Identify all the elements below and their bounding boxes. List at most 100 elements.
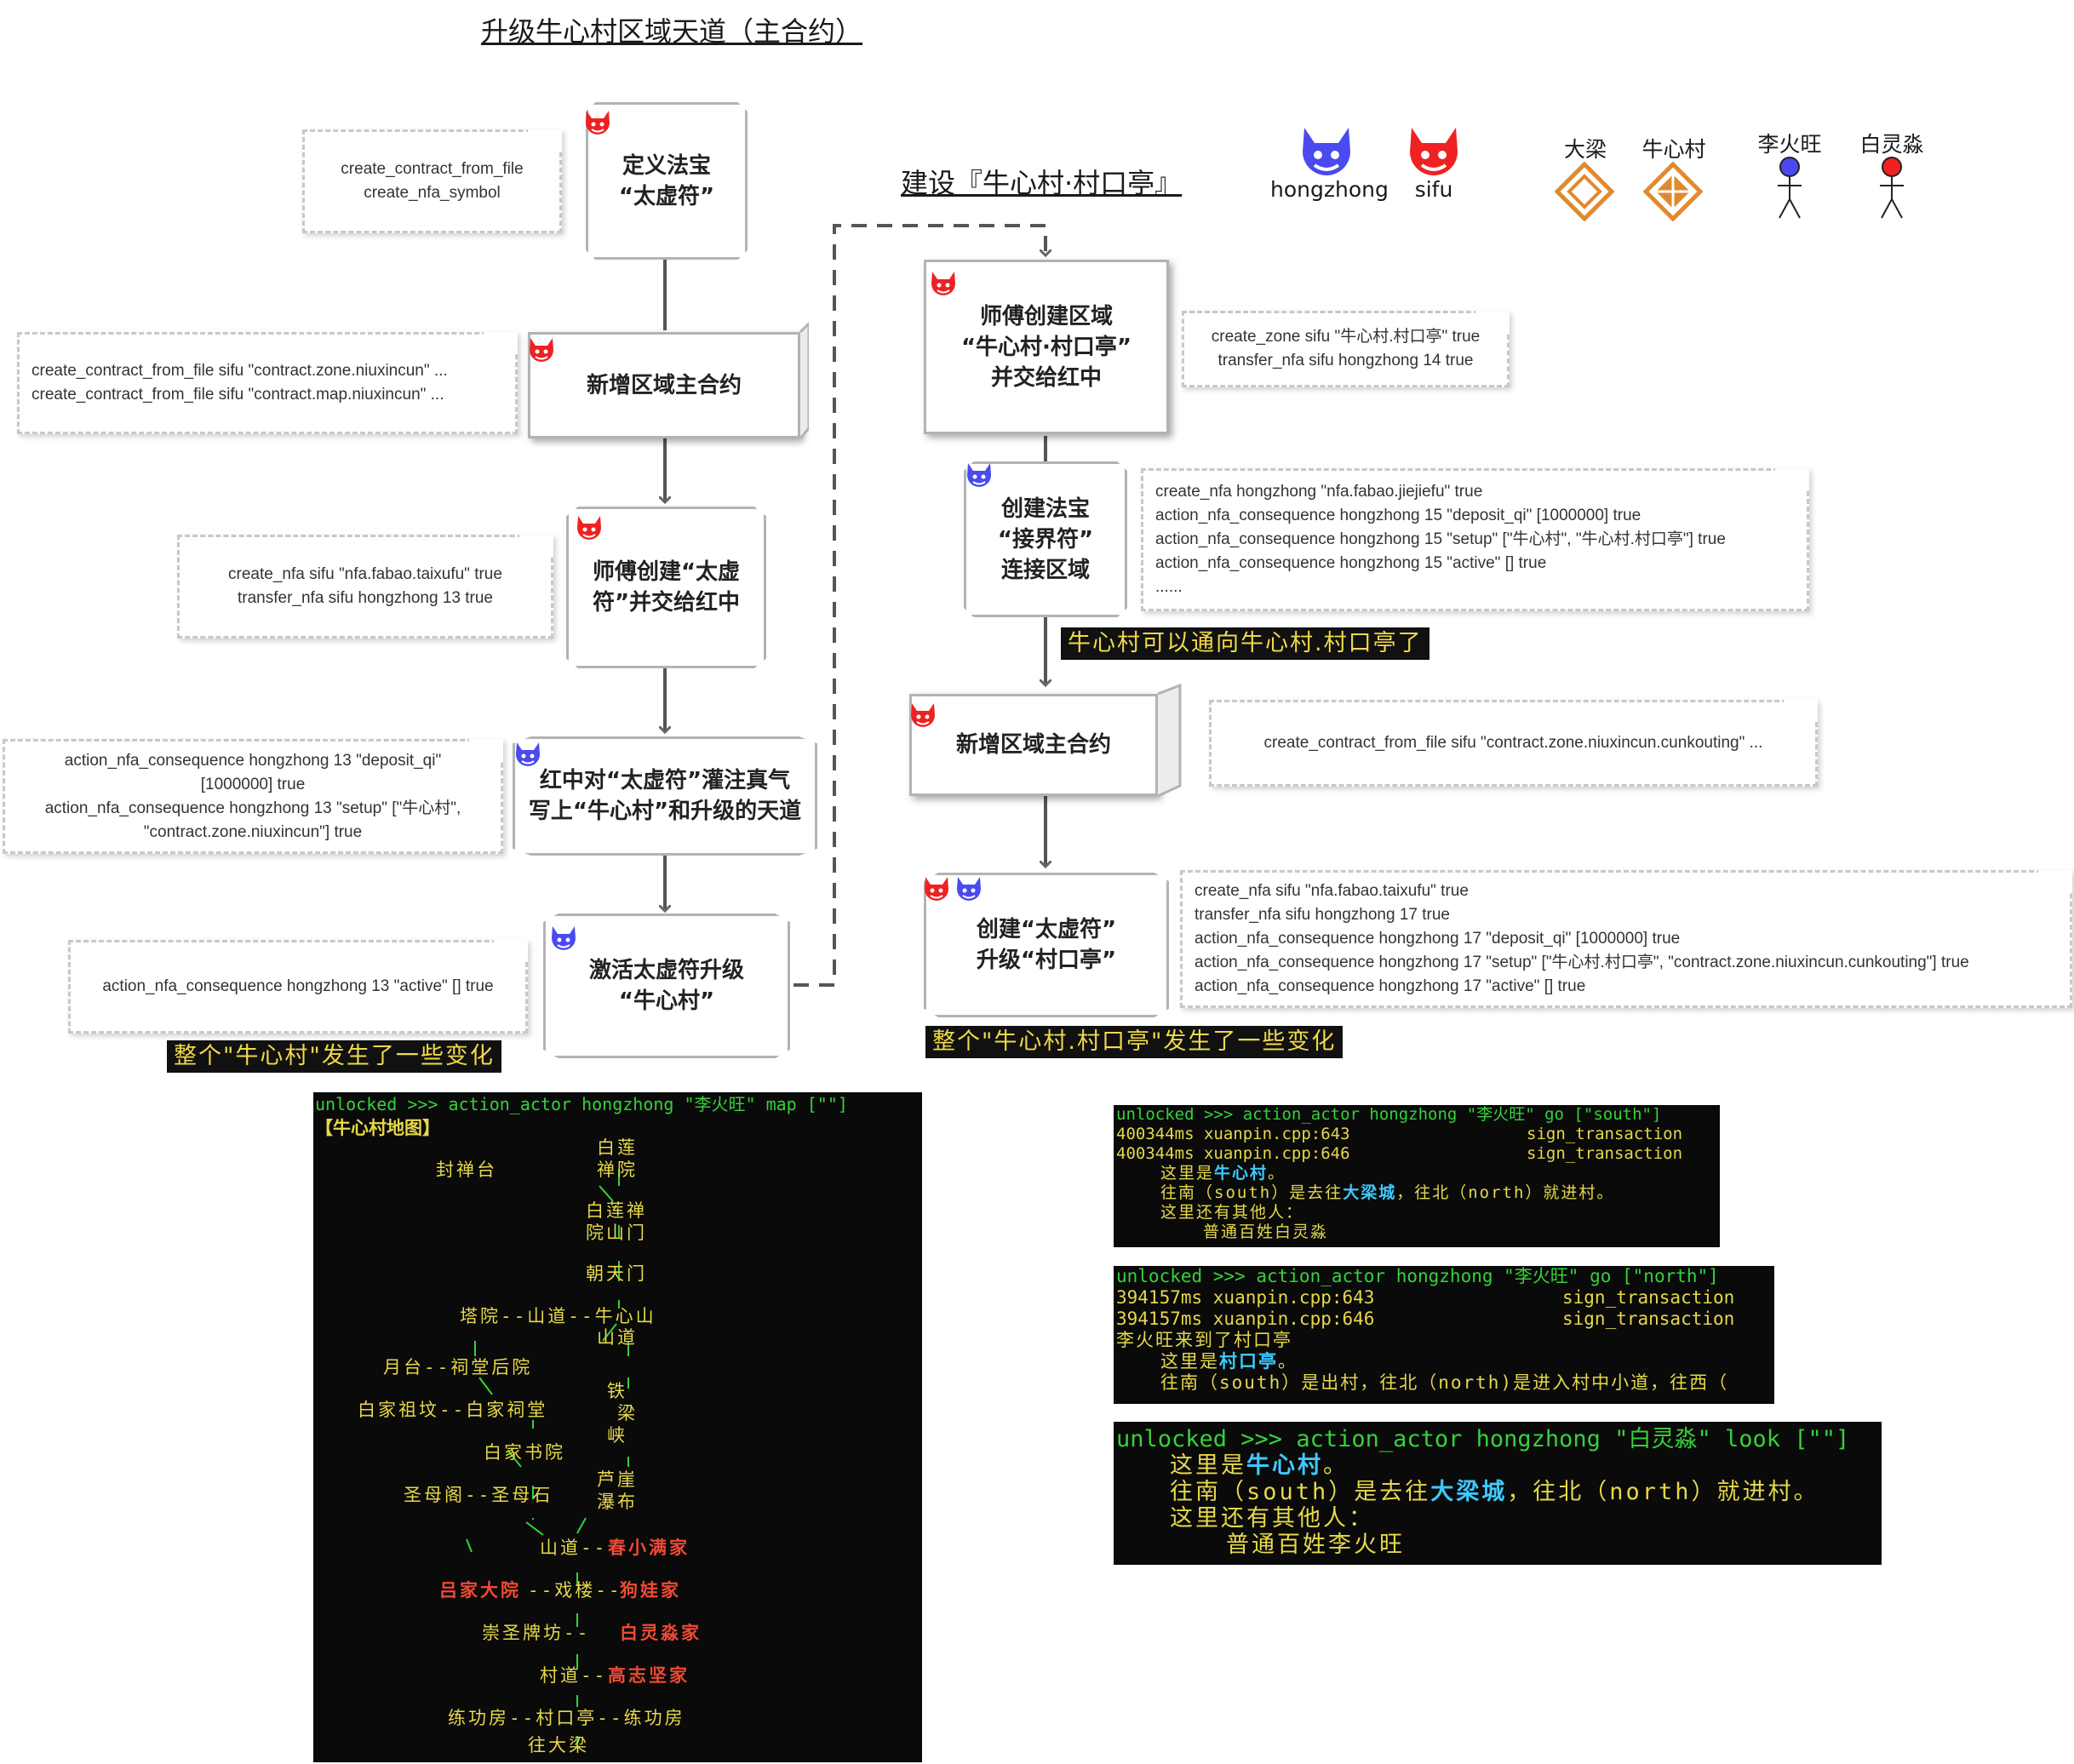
log-time: 400344ms xuanpin.cpp:643 [1116,1125,1350,1143]
note-line: action_nfa_consequence hongzhong 13 "dep… [64,751,442,770]
note-line: action_nfa_consequence hongzhong 15 "set… [1155,530,1726,548]
create-taixufu-box: 师傅创建“太虚 符”并交给红中 [566,507,766,668]
desc-text: 这里是 [1160,1164,1215,1183]
terminal-command: unlocked >>> action_actor hongzhong "李火旺… [1116,1266,1719,1286]
note-line: create_nfa sifu "nfa.fabao.taixufu" true [1195,882,1469,900]
dashed-connector [794,224,1046,987]
legend-sifu-label: sifu [1414,177,1453,202]
map-node: 白家书院 [484,1442,565,1463]
terminal-command: unlocked >>> action_actor hongzhong "白灵淼… [1116,1426,1850,1452]
map-node: 练功房--村口亭--练功房 [448,1708,685,1728]
map-node: 白莲禅 [586,1200,647,1221]
desc-text: 往南（south）是去往 [1160,1183,1344,1202]
note-line: action_nfa_consequence hongzhong 15 "dep… [1155,507,1641,524]
note-line: create_nfa hongzhong "nfa.fabao.jiejiefu… [1155,483,1483,501]
desc-text: ，往北（north）就进村。 [1396,1183,1615,1202]
highlight-connect-cunkouting: 牛心村可以通向牛心村.村口亭了 [1061,627,1429,660]
sifu-devil-icon [586,111,610,135]
note-create-jiejiefu: create_nfa hongzhong "nfa.fabao.jiejiefu… [1141,468,1809,611]
desc-text: 普通百姓白灵淼 [1203,1223,1329,1241]
niuxincun-diamond-icon [1643,162,1703,221]
legend-bailingmiao-label: 白灵淼 [1859,132,1924,157]
terminal-command: unlocked >>> action_actor hongzhong "李火旺… [315,1094,848,1114]
map-node: 朝天门 [586,1263,647,1284]
log-text: sign_transaction [1562,1287,1735,1308]
legend-hongzhong-label: hongzhong [1270,177,1389,202]
note-infuse-qi: action_nfa_consequence hongzhong 13 "dep… [3,739,503,854]
note-line: transfer_nfa sifu hongzhong 13 true [238,589,493,607]
map-node: 高志坚家 [608,1665,690,1686]
hongzhong-devil-icon [516,742,540,766]
activate-taixufu-box: 激活太虚符升级 “牛心村” [543,914,790,1058]
map-node: 春小满家 [608,1538,690,1558]
map-node: 院山门 [586,1223,647,1243]
map-terminal: unlocked >>> action_actor hongzhong "李火旺… [313,1092,922,1762]
section-title: 建设『牛心村·村口亭』 [901,167,1183,199]
map-node: 崇圣牌坊-- [482,1623,591,1643]
map-node: 往大梁 [528,1735,589,1755]
log-time: 394157ms xuanpin.cpp:646 [1116,1309,1375,1329]
hongzhong-devil-icon [967,463,991,487]
lihuowang-person-icon [1778,157,1802,219]
map-node: 白灵淼家 [620,1623,702,1643]
sifu-devil-icon [925,877,948,901]
desc-text: ，往北（north）就进村。 [1507,1479,1819,1505]
map-node: 山道 [597,1327,638,1348]
map-node: --戏楼-- [528,1580,622,1601]
add-cunkouting-contract-box: 新增区域主合约 [909,694,1158,796]
highlight-cunkouting-changed: 整个"牛心村.村口亭"发生了一些变化 [925,1026,1344,1058]
note-line: "contract.zone.niuxincun"] true [143,822,363,841]
map-node: 村道-- [540,1665,608,1686]
note-line: transfer_nfa sifu hongzhong 14 true [1217,352,1474,369]
desc-text: 。 [1323,1452,1349,1479]
note-line: create_zone sifu "牛心村.村口亭" true [1211,328,1481,346]
note-line: action_nfa_consequence hongzhong 17 "set… [1195,954,1969,971]
hongzhong-devil-icon [552,926,576,950]
map-node: 禅院 [597,1160,638,1180]
map-node: 白家祖坟--白家祠堂 [358,1400,548,1420]
note-line: transfer_nfa sifu hongzhong 17 true [1195,906,1450,924]
desc-text: 。 [1278,1351,1298,1372]
legend-lihuowang-label: 李火旺 [1757,132,1822,157]
sifu-devil-icon [577,516,601,540]
terminal-look: unlocked >>> action_actor hongzhong "白灵淼… [1114,1422,1882,1565]
map-node: 狗娃家 [620,1580,681,1601]
bailingmiao-person-icon [1880,157,1904,219]
place-name: 牛心村 [1246,1452,1323,1479]
sifu-devil-icon [911,703,935,727]
note-add-zone-contract: create_contract_from_file sifu "contract… [17,332,518,434]
desc-text: 李火旺来到了村口亭 [1116,1330,1292,1350]
log-time: 394157ms xuanpin.cpp:643 [1116,1287,1375,1308]
desc-text: 这里是 [1170,1452,1246,1479]
map-node: 塔院--山道--牛心山 [460,1306,656,1326]
note-line: action_nfa_consequence hongzhong 13 "set… [44,799,461,817]
desc-text: 往南（south）是去往 [1170,1479,1431,1505]
terminal-command: unlocked >>> action_actor hongzhong "李火旺… [1116,1105,1662,1124]
note-create-zone: create_zone sifu "牛心村.村口亭" true transfer… [1182,311,1510,387]
note-line: create_contract_from_file sifu "contract… [1263,734,1763,752]
map-node: 瀑布 [597,1492,638,1512]
note-line: create_contract_from_file sifu "contract… [32,362,448,380]
note-upgrade-cunkouting: create_nfa sifu "nfa.fabao.taixufu" true… [1180,870,2072,1008]
place-name: 大梁城 [1430,1479,1508,1505]
desc-text: 这里是 [1160,1351,1219,1372]
main-title: 升级牛心村区域天道（主合约） [481,15,863,48]
define-fabao-box: 定义法宝 “太虚符” [586,102,748,260]
note-line: ...... [1155,578,1183,596]
place-name: 牛心村 [1214,1164,1269,1183]
create-zone-box: 师傅创建区域 “牛心村·村口亭” 并交给红中 [924,260,1169,434]
sifu-devil-icon [931,272,955,295]
note-line: action_nfa_consequence hongzhong 17 "dep… [1195,930,1681,948]
desc-text: 这里还有其他人： [1160,1203,1304,1222]
note-define-fabao: create_contract_from_file create_nfa_sym… [302,129,562,233]
note-line: create_nfa sifu "nfa.fabao.taixufu" true [228,565,502,583]
note-line: [1000000] true [200,775,306,793]
place-name: 大梁城 [1343,1183,1397,1202]
log-text: sign_transaction [1527,1125,1683,1143]
sifu-devil-icon [530,338,553,362]
desc-text: 。 [1268,1164,1286,1183]
map-heading: 【牛心村地图】 [315,1118,440,1138]
note-line: action_nfa_consequence hongzhong 13 "act… [102,977,494,995]
map-node: 吕家大院 [439,1580,521,1601]
